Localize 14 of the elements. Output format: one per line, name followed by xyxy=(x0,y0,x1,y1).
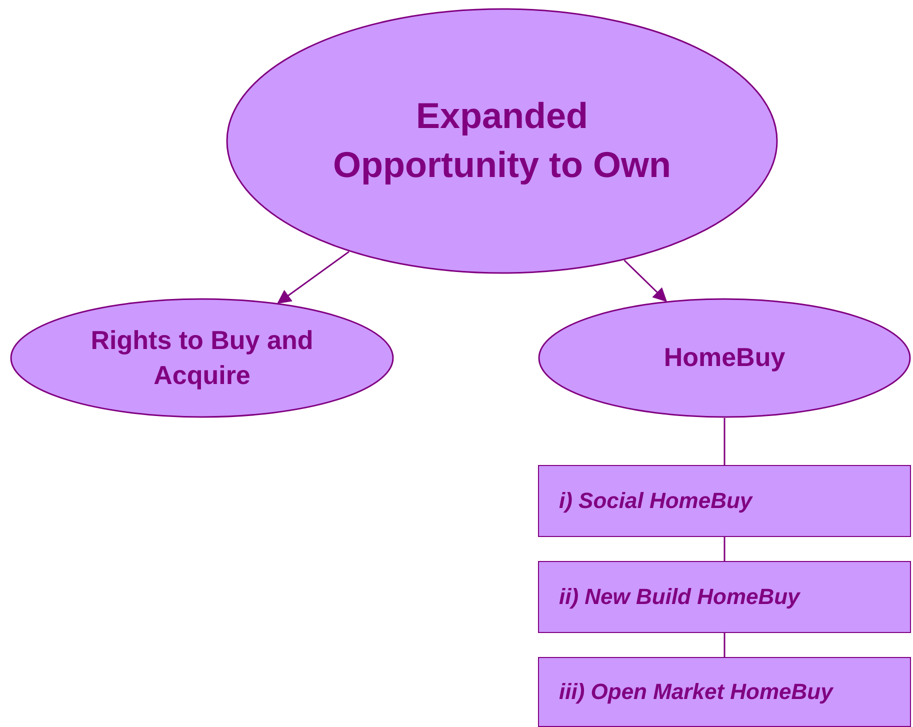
node-label: iii) Open Market HomeBuy xyxy=(559,679,833,705)
node-label: ii) New Build HomeBuy xyxy=(559,584,800,610)
connector-line xyxy=(724,633,726,657)
arrow xyxy=(624,260,668,302)
connector-line xyxy=(724,418,726,465)
node-label: Expanded Opportunity to Own xyxy=(332,94,672,187)
subtopic-box xyxy=(538,465,911,537)
subtopic-box xyxy=(538,657,911,727)
node-label: i) Social HomeBuy xyxy=(559,488,752,514)
subtopic-box xyxy=(538,561,911,633)
node-label: Rights to Buy and Acquire xyxy=(90,324,314,392)
connector-line xyxy=(724,537,726,561)
node-label: HomeBuy xyxy=(664,341,786,374)
arrow xyxy=(277,251,350,304)
